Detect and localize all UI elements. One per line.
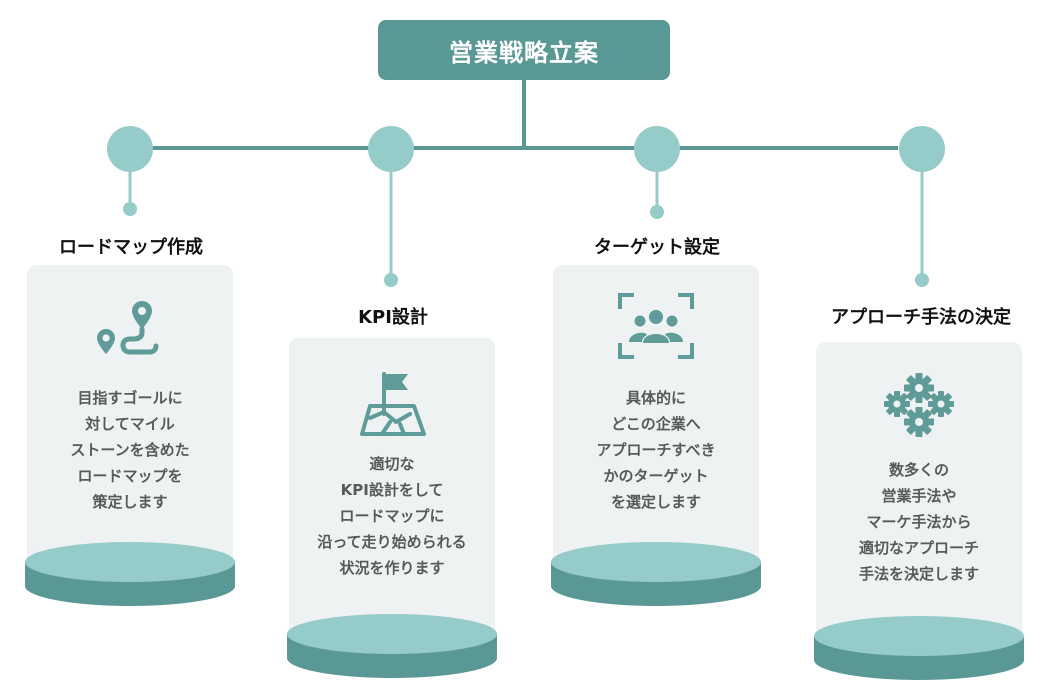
node-approach (899, 126, 945, 172)
step-card-roadmap: 目指すゴールに 対してマイル ストーンを含めた ロードマップを 策定します (27, 265, 233, 575)
step-desc-target: 具体的に どこの企業へ アプローチすべき かのターゲット を選定します (553, 385, 759, 515)
node-roadmap (107, 126, 153, 172)
dot-kpi (384, 273, 398, 287)
desc-line: どこの企業へ (611, 415, 701, 433)
desc-line: 適切な (369, 455, 415, 473)
desc-line: 適切なアプローチ (858, 539, 979, 557)
step-desc-roadmap: 目指すゴールに 対してマイル ストーンを含めた ロードマップを 策定します (27, 385, 233, 515)
desc-line: 営業手法や (881, 487, 957, 505)
step-desc-kpi: 適切な KPI設計をして ロードマップに 沿って走り始められる 状況を作ります (289, 451, 495, 581)
desc-line: 対してマイル (85, 415, 175, 433)
desc-line: ストーンを含めた (70, 441, 190, 459)
desc-line: 状況を作ります (339, 559, 445, 577)
desc-line: かのターゲット (603, 467, 709, 485)
desc-line: ロードマップを (77, 467, 183, 485)
dot-roadmap (123, 202, 137, 216)
step-heading-kpi: KPI設計 (358, 307, 428, 328)
step-desc-approach: 数多くの 営業手法や マーケ手法から 適切なアプローチ 手法を決定します (816, 457, 1022, 587)
desc-line: アプローチすべき (596, 441, 716, 459)
desc-line: 策定します (92, 493, 168, 511)
desc-line: 手法を決定します (858, 565, 979, 583)
desc-line: ロードマップに (339, 507, 445, 525)
desc-line: マーケ手法から (866, 513, 972, 531)
dot-target (650, 205, 664, 219)
desc-line: を選定します (610, 493, 701, 511)
step-heading-target: ターゲット設定 (594, 237, 720, 258)
pedestal-kpi (287, 614, 497, 678)
desc-line: 沿って走り始められる (317, 533, 467, 551)
step-card-target: 具体的に どこの企業へ アプローチすべき かのターゲット を選定します (553, 265, 759, 575)
desc-line: 目指すゴールに (77, 389, 183, 407)
step-card-approach: 数多くの 営業手法や マーケ手法から 適切なアプローチ 手法を決定します (816, 342, 1022, 652)
desc-line: KPI設計をして (340, 481, 444, 499)
diagram-title: 営業戦略立案 (378, 20, 670, 80)
flag-map-icon (360, 372, 426, 436)
gears-icon (884, 373, 954, 437)
step-heading-roadmap: ロードマップ作成 (59, 237, 203, 258)
pedestal-roadmap (25, 542, 235, 606)
node-kpi (368, 126, 414, 172)
target-people-icon (618, 293, 694, 359)
desc-line: 数多くの (888, 461, 949, 479)
dot-approach (915, 273, 929, 287)
step-card-kpi: 適切な KPI設計をして ロードマップに 沿って走り始められる 状況を作ります (289, 338, 495, 648)
pedestal-approach (814, 616, 1024, 680)
desc-line: 具体的に (625, 389, 686, 407)
node-target (634, 126, 680, 172)
pedestal-target (551, 542, 761, 606)
step-heading-approach: アプローチ手法の決定 (831, 307, 1011, 328)
roadmap-pin-icon (97, 301, 159, 355)
